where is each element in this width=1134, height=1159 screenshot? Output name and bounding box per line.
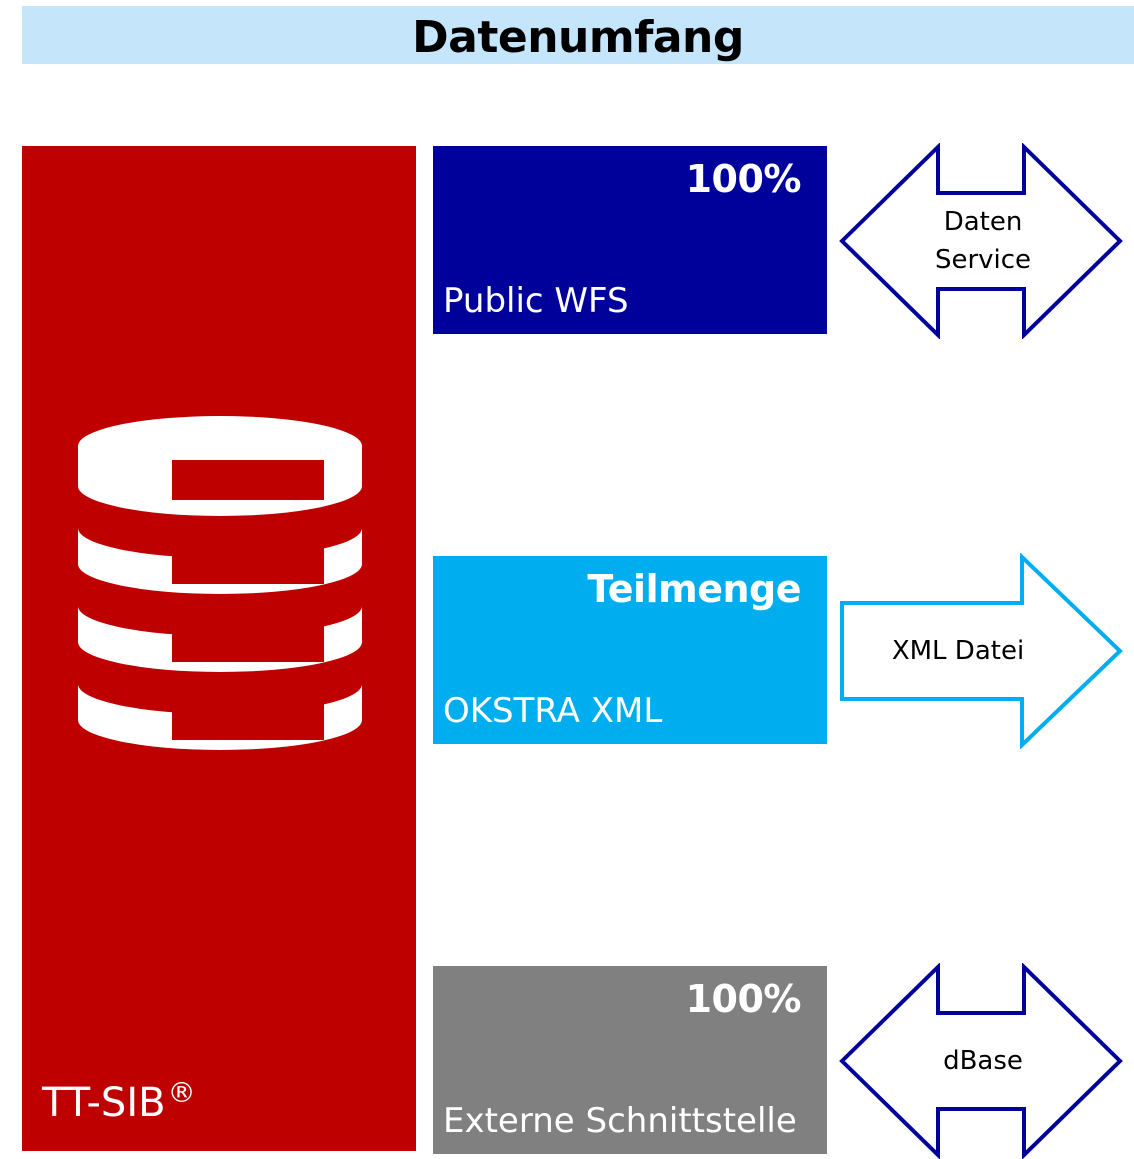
arrow-label: dBase xyxy=(943,1046,1023,1076)
box-value: 100% xyxy=(685,157,802,201)
product-name: TT-SIB® xyxy=(42,1076,196,1126)
daten-service-arrow: Daten Service xyxy=(838,143,1128,339)
xml-datei-arrow: XML Datei xyxy=(838,553,1128,749)
arrow-label: XML Datei xyxy=(891,636,1025,666)
box-externe-schnittstelle: 100% Externe Schnittstelle xyxy=(433,966,827,1154)
database-panel: TT-SIB® xyxy=(22,146,416,1151)
right-arrow-icon xyxy=(840,553,1123,749)
box-label: Public WFS xyxy=(443,281,629,321)
box-label: OKSTRA XML xyxy=(443,691,663,731)
box-value: Teilmenge xyxy=(587,567,801,611)
double-arrow-icon xyxy=(839,963,1123,1159)
box-public-wfs: 100% Public WFS xyxy=(433,146,827,334)
trademark-symbol: ® xyxy=(167,1076,196,1109)
box-value: 100% xyxy=(685,977,802,1021)
double-arrow-icon xyxy=(839,143,1123,339)
arrow-label: Daten Service xyxy=(934,207,1032,275)
header-bar: Datenumfang xyxy=(22,6,1134,64)
box-label: Externe Schnittstelle xyxy=(443,1101,797,1141)
dbase-arrow: dBase xyxy=(838,963,1128,1159)
box-okstra-xml: Teilmenge OKSTRA XML xyxy=(433,556,827,744)
page-title: Datenumfang xyxy=(412,12,744,63)
database-icon xyxy=(78,416,362,750)
